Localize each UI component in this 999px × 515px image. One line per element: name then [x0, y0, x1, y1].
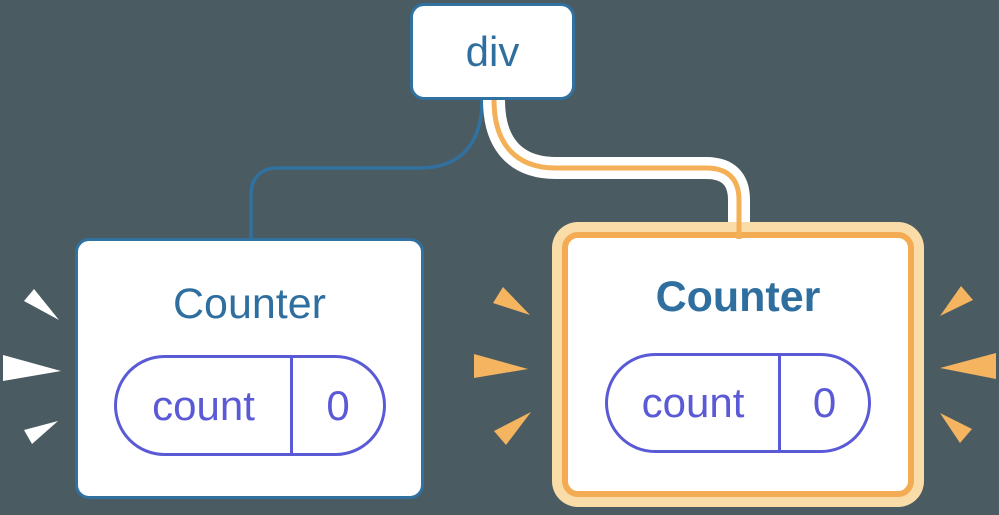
burst-mark-icon	[940, 353, 996, 379]
root-node-div: div	[410, 3, 575, 100]
burst-mark-icon	[494, 412, 531, 445]
burst-mark-icon	[940, 286, 973, 316]
root-node-label: div	[465, 27, 520, 75]
connector-right-line	[491, 99, 742, 243]
connector-right-stub	[736, 200, 742, 239]
burst-mark-icon	[24, 289, 59, 320]
state-value: 0	[812, 379, 837, 426]
counter-title: Counter	[173, 280, 326, 328]
connector-left-line	[249, 99, 484, 240]
pill-divider	[290, 358, 293, 453]
state-key-label: count	[641, 379, 745, 426]
counter-title: Counter	[655, 273, 821, 321]
burst-mark-icon	[24, 421, 58, 444]
state-pill: count 0	[114, 355, 386, 456]
burst-group-left-card	[3, 289, 61, 444]
counter-card-right-highlighted: Counter count 0	[562, 232, 914, 497]
burst-mark-icon	[474, 354, 528, 378]
burst-mark-icon	[3, 355, 61, 381]
pill-divider	[778, 356, 781, 450]
state-value: 0	[326, 381, 350, 429]
burst-group-right-card-left	[474, 287, 531, 445]
state-pill: count 0	[605, 353, 871, 453]
state-key-label: count	[152, 381, 255, 429]
counter-card-left: Counter count 0	[75, 238, 424, 499]
burst-group-right-card-right	[940, 286, 996, 443]
burst-mark-icon	[940, 413, 972, 443]
burst-mark-icon	[493, 287, 530, 315]
